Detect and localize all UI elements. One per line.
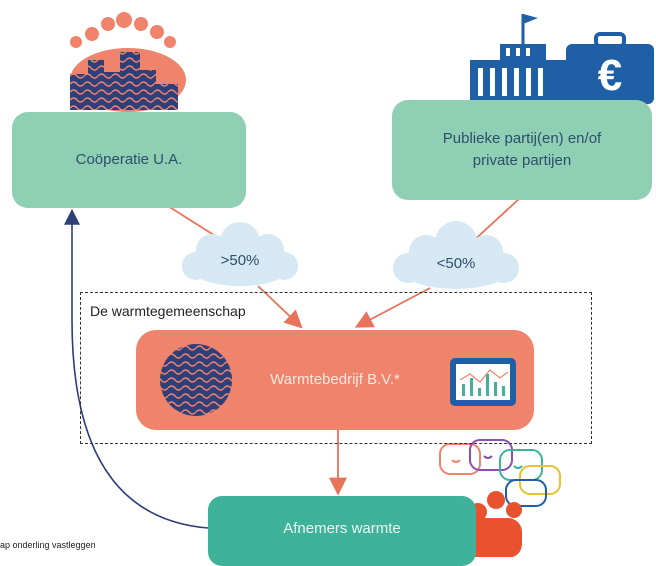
edge-publiek-to-share	[469, 197, 521, 245]
cooperatie-label: Coöperatie U.A.	[75, 151, 183, 169]
edge-afnemers-to-coop	[64, 208, 209, 529]
warmtebedrijf-label: Warmtebedrijf B.V.*	[270, 371, 400, 389]
publiek-label-line1: Publieke partij(en) en/of	[442, 130, 602, 148]
community-icon	[70, 12, 186, 112]
svg-text:€: €	[598, 51, 622, 100]
warmtebedrijf-node: Warmtebedrijf B.V.*	[136, 330, 534, 430]
afnemers-node: Afnemers warmte	[208, 496, 476, 566]
publiek-node: Publieke partij(en) en/of private partij…	[392, 100, 652, 200]
speech-bubbles-icon	[439, 439, 561, 507]
euro-briefcase-icon: €	[566, 32, 654, 104]
share-label-right: <50%	[436, 255, 476, 272]
afnemers-label: Afnemers warmte	[283, 520, 401, 537]
warmtegemeenschap-group	[80, 292, 592, 444]
people-icon	[464, 491, 522, 557]
cooperatie-node: Coöperatie U.A.	[12, 112, 246, 208]
publiek-label-line2: private partijen	[472, 152, 572, 169]
group-label: De warmtegemeenschap	[90, 303, 246, 319]
share-cloud-right	[393, 221, 519, 289]
share-cloud-left	[182, 222, 298, 286]
share-label-left: >50%	[220, 252, 260, 269]
footnote: ap onderling vastleggen	[0, 540, 96, 550]
edge-share-right-to-bedrijf	[354, 287, 431, 328]
office-building-icon	[470, 14, 570, 104]
